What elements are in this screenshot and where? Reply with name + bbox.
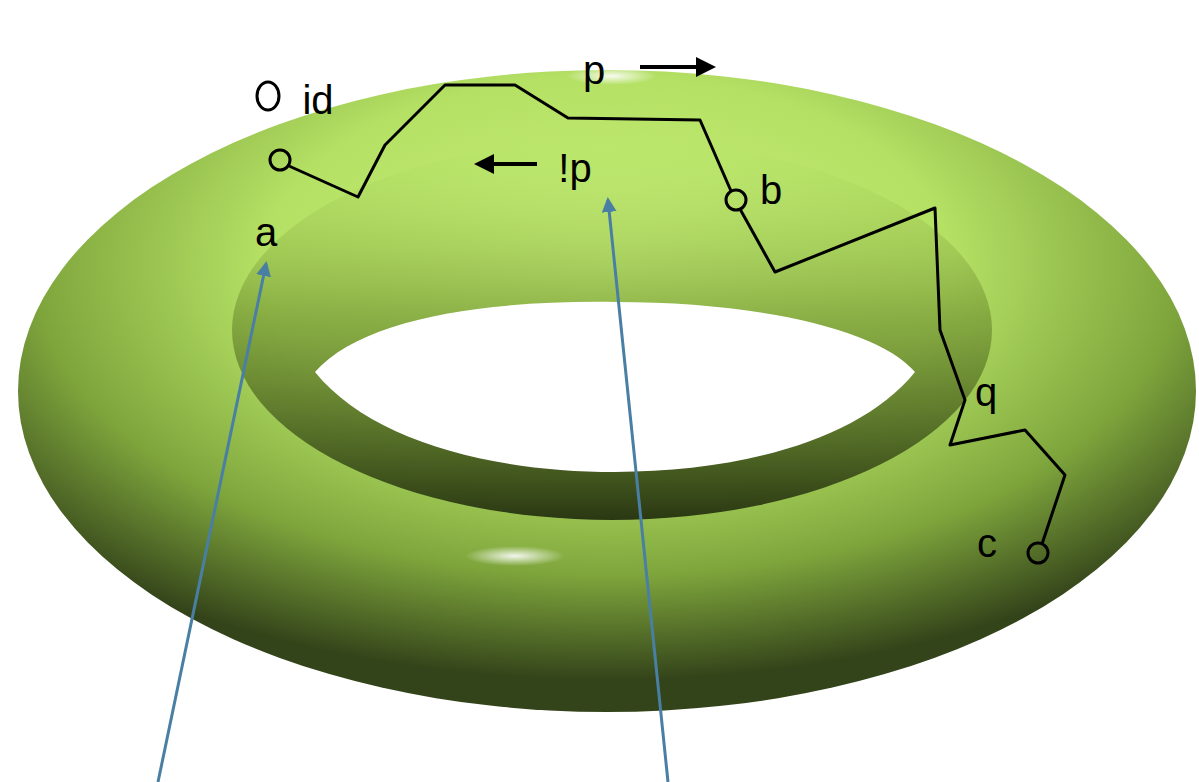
highlight [567, 67, 657, 85]
point-label: a [255, 212, 277, 252]
point-label: c [977, 523, 997, 563]
identity-loop [257, 82, 279, 110]
pointer-arrow [158, 264, 266, 782]
pointer-arrow [608, 200, 668, 782]
point-b [726, 190, 746, 210]
torus-hole [315, 302, 915, 472]
point-label: !p [558, 148, 591, 188]
direction-arrow [640, 65, 712, 69]
point-label: id [302, 80, 333, 120]
highlight [465, 546, 565, 566]
point-label: b [760, 170, 782, 210]
point-label: q [975, 372, 997, 412]
point-label: p [583, 50, 605, 90]
point-a [270, 150, 290, 170]
path-q [740, 208, 1065, 544]
torus-inner-shade [232, 140, 992, 520]
torus-body [18, 70, 1196, 712]
point-c [1028, 543, 1048, 563]
path-p [289, 85, 731, 197]
direction-arrow [478, 162, 537, 166]
